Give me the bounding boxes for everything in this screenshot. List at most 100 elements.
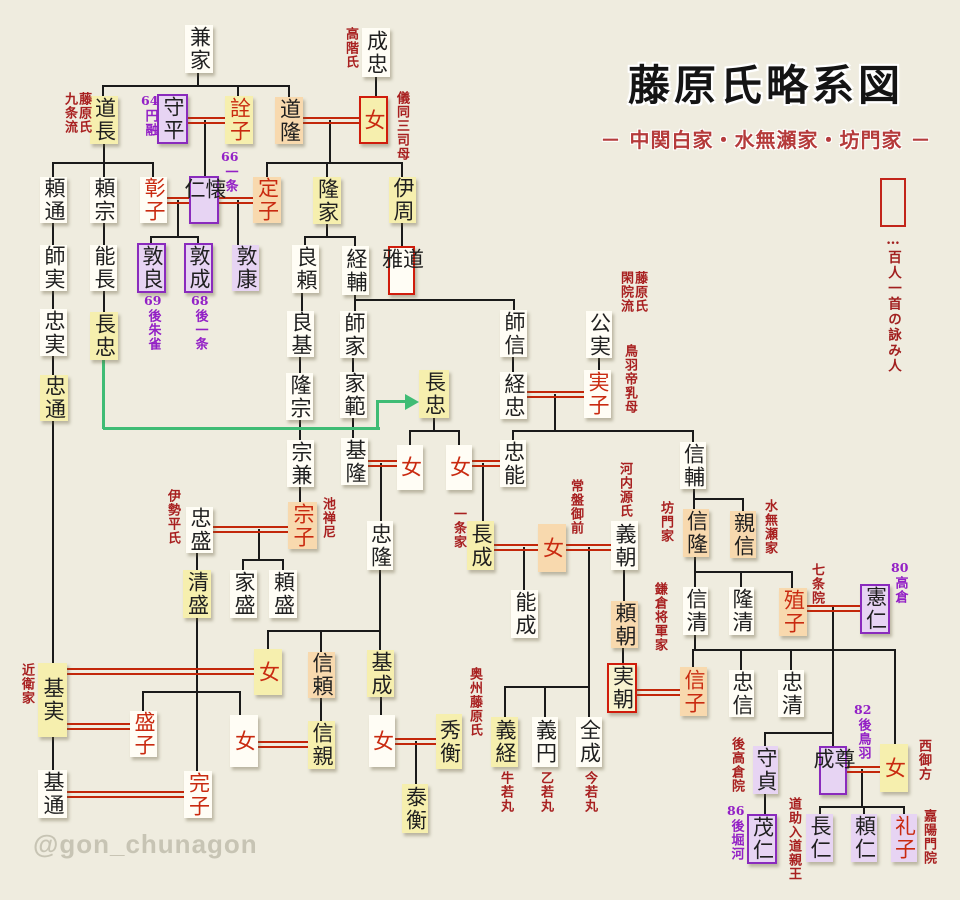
person-box: 女	[230, 715, 258, 767]
lineage-line	[52, 356, 54, 375]
person-box: 能長	[90, 245, 117, 291]
annotation-label: 牛若丸	[498, 771, 514, 813]
person-name: 頼宗	[92, 177, 116, 223]
lineage-line	[458, 431, 460, 445]
annotation-label: 西御方	[916, 739, 932, 781]
person-name: 全成	[577, 719, 602, 765]
person-box: 実朝	[607, 663, 637, 713]
emperor-number: 82	[854, 702, 872, 717]
person-box: 懐仁	[182, 176, 227, 224]
lineage-line	[299, 420, 301, 440]
annotation-label: 坊門家	[658, 501, 674, 543]
person-name: 信子	[682, 668, 706, 715]
lineage-line	[504, 686, 590, 688]
person-name: 詮子	[227, 97, 252, 143]
person-box: 女	[880, 744, 908, 792]
person-box: 盛子	[130, 711, 157, 757]
lineage-line	[861, 769, 863, 807]
person-box: 宗兼	[287, 440, 314, 487]
person-box: 頼通	[40, 177, 67, 223]
person-name: 敦良	[140, 245, 164, 291]
person-name: 義朝	[613, 522, 637, 569]
person-box: 道隆	[275, 97, 303, 144]
lineage-line	[299, 357, 301, 373]
lineage-line	[52, 223, 54, 245]
person-name: 茂仁	[750, 816, 775, 862]
person-box: 義円	[532, 717, 558, 767]
person-name: 守平	[161, 96, 185, 142]
lineage-line	[512, 430, 694, 432]
marriage-line	[395, 738, 436, 745]
person-name: 宗子	[291, 502, 315, 549]
person-box: 定子	[253, 177, 281, 223]
marriage-line	[67, 791, 184, 798]
lineage-line	[764, 733, 766, 746]
person-box: 礼子	[891, 814, 917, 862]
lineage-line	[694, 635, 696, 650]
lineage-line	[266, 163, 268, 177]
person-box: 基実	[38, 663, 67, 737]
lineage-line	[790, 650, 792, 670]
lineage-line	[196, 618, 198, 771]
lineage-line	[267, 631, 269, 649]
lineage-line	[288, 86, 290, 97]
person-box: 兼家	[185, 25, 213, 73]
annotation-label: 河内源氏	[617, 462, 633, 518]
adoption-line	[103, 427, 380, 430]
person-name: 尊成	[811, 748, 856, 771]
person-box: 忠実	[40, 309, 67, 356]
lineage-line	[152, 163, 154, 177]
person-name: 守貞	[754, 747, 778, 793]
lineage-line	[103, 223, 105, 245]
lineage-line	[354, 237, 356, 246]
lineage-line	[102, 86, 104, 96]
person-name: 信輔	[681, 442, 706, 489]
lineage-line	[266, 162, 403, 164]
lineage-line	[863, 807, 865, 814]
lineage-line	[764, 732, 834, 734]
person-name: 完子	[186, 771, 211, 818]
person-name: 長仁	[808, 815, 832, 861]
person-box: 女	[369, 715, 395, 767]
person-name: 頼仁	[852, 815, 877, 861]
emperor-name: 一条	[222, 164, 238, 193]
lineage-line	[554, 394, 556, 431]
annotation-label: 奥州藤原氏	[467, 667, 483, 737]
marriage-line	[219, 197, 253, 204]
person-box: 道雅	[380, 246, 425, 295]
annotation-label: 常盤御前	[568, 479, 584, 535]
lineage-line	[433, 418, 435, 431]
annotation-label: 伊勢平氏	[165, 489, 181, 545]
person-box: 成忠	[362, 28, 390, 77]
marriage-line	[807, 605, 860, 612]
person-box: 女	[359, 96, 388, 144]
annotation-label: 儀同三司母	[394, 91, 410, 161]
person-box: 長成	[467, 521, 494, 570]
person-box: 泰衡	[402, 784, 428, 833]
person-box: 守貞	[753, 746, 778, 794]
marriage-line	[527, 391, 584, 398]
lineage-line	[102, 85, 290, 87]
lineage-line	[409, 431, 411, 445]
person-name: 師実	[42, 245, 66, 291]
person-box: 女	[446, 445, 472, 490]
annotation-label: 近衛家	[19, 663, 35, 705]
lineage-line	[326, 163, 328, 177]
person-name: 能成	[513, 591, 537, 637]
person-box: 経忠	[500, 372, 527, 419]
lineage-line	[52, 163, 54, 177]
person-name: 基隆	[343, 438, 367, 485]
marriage-line	[67, 668, 254, 675]
lineage-line	[791, 572, 793, 588]
person-name: 経輔	[344, 247, 368, 294]
person-box: 宗子	[288, 502, 317, 549]
annotation-label: 鎌倉将軍家	[652, 582, 668, 652]
person-box: 頼朝	[611, 601, 638, 648]
lineage-line	[401, 163, 403, 177]
person-box: 信子	[680, 667, 707, 716]
emperor-name: 高倉	[892, 575, 908, 604]
person-name: 忠実	[42, 309, 66, 356]
page-subtitle: － 中関白家・水無瀬家・坊門家 －	[600, 128, 932, 152]
marriage-line	[303, 117, 359, 124]
